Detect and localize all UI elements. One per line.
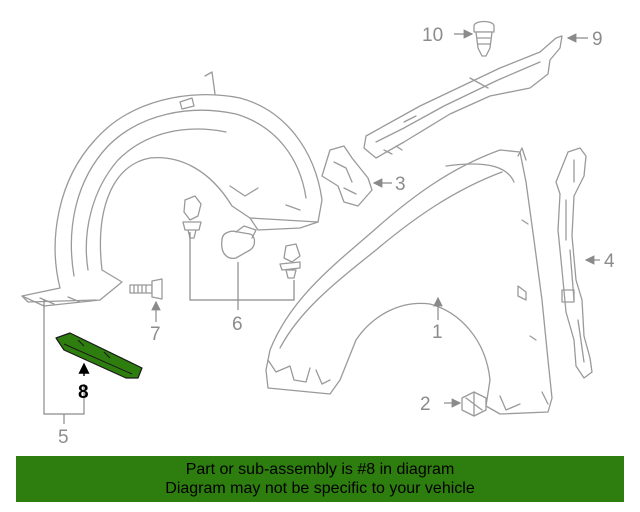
push-clips-part-6 bbox=[182, 195, 301, 279]
parts-diagram: 1 2 3 4 5 6 7 8 9 10 bbox=[21, 20, 615, 448]
seal-strip-part-4 bbox=[555, 147, 593, 379]
clip-part-10 bbox=[473, 20, 495, 57]
leader-lines bbox=[43, 29, 600, 424]
callout-1[interactable]: 1 bbox=[432, 322, 443, 343]
banner-line-part: Part or sub-assembly is #8 in diagram bbox=[185, 461, 455, 478]
upper-bracket-part-9 bbox=[363, 35, 563, 159]
bracket-part-3 bbox=[321, 145, 373, 207]
wheelhouse-liner-part-5 bbox=[21, 71, 323, 307]
callout-2[interactable]: 2 bbox=[420, 394, 431, 415]
bolt-part-7 bbox=[129, 278, 163, 300]
callout-3[interactable]: 3 bbox=[395, 174, 406, 195]
callout-6[interactable]: 6 bbox=[232, 314, 243, 335]
callout-5[interactable]: 5 bbox=[58, 427, 69, 448]
callout-4[interactable]: 4 bbox=[604, 251, 615, 272]
splash-shield-part-8 bbox=[55, 332, 143, 379]
fender-part-1 bbox=[265, 147, 553, 415]
callout-10[interactable]: 10 bbox=[422, 25, 443, 46]
callout-7[interactable]: 7 bbox=[150, 324, 161, 345]
info-banner: Part or sub-assembly is #8 in diagram Di… bbox=[16, 456, 624, 502]
banner-line-disclaimer: Diagram may not be specific to your vehi… bbox=[165, 480, 475, 497]
callout-9[interactable]: 9 bbox=[592, 29, 603, 50]
bolt-part-2 bbox=[461, 391, 487, 417]
callout-8[interactable]: 8 bbox=[78, 382, 89, 403]
